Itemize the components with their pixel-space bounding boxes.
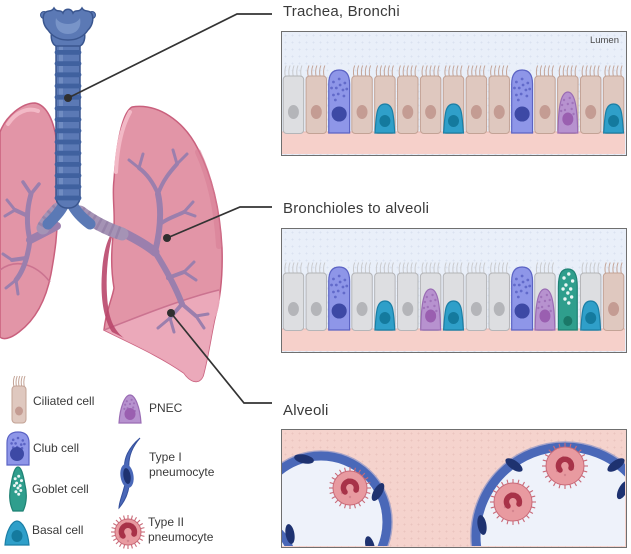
right-lung [101,105,223,383]
ciliated-cell-icon [11,375,27,424]
leader-line-bronchioles [166,206,272,239]
type1-pneumocyte-icon [118,437,141,510]
type2-pneumocyte-icon [111,515,145,549]
panel-trachea-bronchi: Lumen [281,31,627,156]
panel-alveoli [281,429,627,548]
main-bronchi [36,202,129,241]
left-lung [0,102,61,340]
legend-label-pnec: PNEC [149,401,183,415]
legend-label-goblet: Goblet cell [32,482,89,496]
left-bronchial-tree [1,180,61,296]
trachea [40,6,96,230]
trachea-rings [54,50,82,201]
leader-dot-alveoli [167,309,175,317]
leader-line-alveoli [170,312,272,404]
panel-title-bronchioles: Bronchioles to alveoli [283,200,430,217]
pnec-icon [118,394,142,424]
goblet-cell-icon [9,466,27,512]
legend-label-type1: Type I pneumocyte [149,450,215,479]
basal-cell-icon [4,520,30,546]
legend-label-basal: Basal cell [32,523,84,537]
club-cell-icon [6,431,30,466]
lumen-label: Lumen [589,35,619,46]
leader-line-trachea [67,13,272,99]
leader-lines [64,13,272,404]
legend-label-type2: Type II pneumocyte [148,515,214,544]
legend-label-club: Club cell [33,441,80,455]
larynx [40,6,96,47]
panel-title-trachea-bronchi: Trachea, Bronchi [283,3,400,20]
legend-label-ciliated: Ciliated cell [33,394,95,408]
trachea-epithelium-drawing [282,65,625,154]
panel-bronchioles [281,228,627,353]
bronchiole-epithelium-drawing [282,262,625,351]
leader-dot-trachea [64,94,72,102]
right-bronchial-tree [117,148,210,334]
alveoli-drawing [282,441,625,546]
panel-title-alveoli: Alveoli [283,402,329,419]
leader-dot-bronchioles [163,234,171,242]
